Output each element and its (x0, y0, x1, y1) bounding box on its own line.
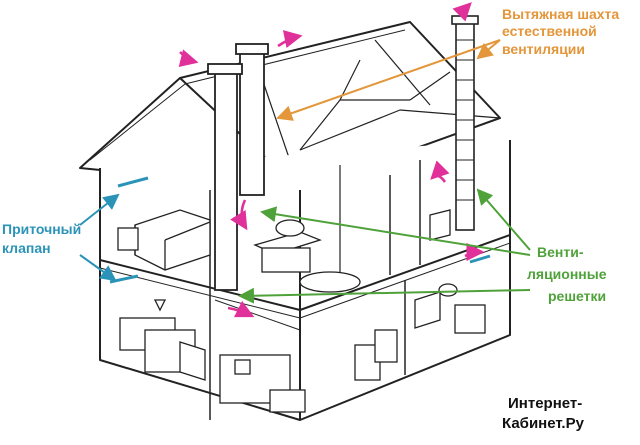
vent-grilles-callouts (238, 188, 531, 304)
exhaust-shaft-label-line3: вентиляции (502, 41, 585, 57)
vent-grilles-label-line3: решетки (548, 288, 606, 304)
supply-valve-label: Приточный клапан (2, 221, 81, 256)
exhaust-shaft-callouts (276, 39, 501, 121)
vent-grilles-label-line2: ляционные (527, 266, 607, 282)
watermark-line1: Интернет- (508, 395, 582, 412)
vent-grilles-label-line1: Венти- (537, 244, 584, 260)
exhaust-shaft-label: Вытяжная шахта естественной вентиляции (502, 6, 619, 57)
watermark-line2: Кабинет.Ру (502, 415, 585, 432)
exhaust-shaft-label-line2: естественной (502, 23, 597, 39)
chimney-stacks (207, 43, 269, 291)
supply-valve-callouts (79, 193, 120, 282)
vent-grilles-label: Венти- ляционные решетки (527, 244, 607, 304)
airflow-arrows (178, 2, 485, 318)
supply-valve-upper (117, 176, 149, 188)
supply-valve-label-line1: Приточный (2, 221, 81, 237)
supply-valve-label-line2: клапан (2, 240, 51, 256)
watermark: Интернет- Кабинет.Ру (502, 395, 585, 432)
furniture (117, 209, 486, 413)
exhaust-shaft-label-line1: Вытяжная шахта (502, 6, 619, 22)
